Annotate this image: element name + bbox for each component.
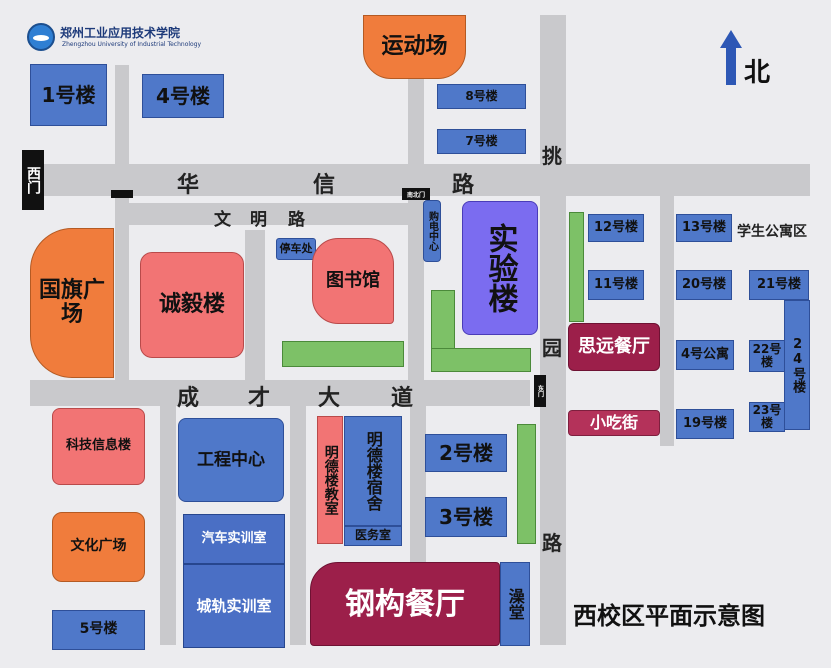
inner-vertical-road-1 [245, 230, 265, 380]
clinic: 医务室 [344, 526, 402, 546]
building-24: 24号楼 [784, 300, 810, 430]
building-5: 5号楼 [52, 610, 145, 650]
lower-vertical-road-3 [410, 400, 426, 565]
taoyuan-road-char-mid: 园 [542, 336, 562, 360]
building-21: 21号楼 [749, 270, 809, 300]
building-7: 7号楼 [437, 129, 526, 154]
mingde-dormitory: 明德楼宿舍 [344, 416, 402, 526]
lower-vertical-road-2 [290, 400, 306, 645]
east-lawn [569, 212, 584, 322]
north-label: 北 [744, 58, 771, 88]
lab-lawn-horizontal [431, 348, 531, 372]
power-purchase-center: 购电中心 [423, 200, 441, 262]
huaxin-road-char-1: 华 [177, 173, 200, 198]
steel-structure-canteen: 钢构餐厅 [310, 562, 500, 646]
chengcai-road-char-1: 成 [177, 386, 200, 411]
east-dorm-road [660, 196, 674, 446]
west-gate-marker [111, 190, 133, 198]
bathhouse: 澡堂 [500, 562, 530, 646]
building-4: 4号楼 [142, 74, 224, 118]
building-23: 23号楼 [749, 402, 785, 432]
wenming-road-char-1: 文 [214, 210, 231, 230]
wenming-road-char-3: 路 [288, 210, 305, 230]
building-2: 2号楼 [425, 434, 507, 472]
wenming-road [120, 203, 420, 225]
building-11: 11号楼 [588, 270, 644, 300]
chengcai-road [30, 380, 530, 406]
taoyuan-road-char-bot: 路 [542, 531, 562, 555]
huaxin-road-char-2: 信 [313, 173, 336, 198]
north-arrow-icon [720, 30, 742, 85]
rail-transit-training-room: 城轨实训室 [183, 564, 285, 648]
school-name: 郑州工业应用技术学院 [60, 26, 181, 40]
building-1: 1号楼 [30, 64, 107, 126]
building-3: 3号楼 [425, 497, 507, 537]
siyuan-canteen: 思远餐厅 [568, 323, 660, 371]
east-gate: 东门 [534, 375, 546, 407]
building-22: 22号楼 [749, 340, 785, 372]
library-lawn [282, 341, 404, 367]
stadium: 运动场 [363, 15, 466, 79]
student-dorm-area: 学生公寓区 [737, 224, 807, 240]
inner-vertical-road-3 [408, 200, 424, 390]
library: 图书馆 [312, 238, 394, 324]
chengyi-building: 诚毅楼 [140, 252, 244, 358]
lab-building: 实验楼 [462, 201, 538, 335]
auto-training-room: 汽车实训室 [183, 514, 285, 564]
wenming-road-char-2: 明 [250, 210, 267, 230]
building-12: 12号楼 [588, 214, 644, 242]
north-small-gate: 南北门 [402, 188, 430, 200]
building-20: 20号楼 [676, 270, 732, 300]
apartment-4: 4号公寓 [676, 340, 734, 370]
inner-vertical-road-2 [408, 75, 424, 175]
chengcai-road-char-2: 才 [248, 386, 271, 411]
east-lower-lawn [517, 424, 536, 544]
parking: 停车处 [276, 238, 316, 260]
huaxin-road-char-3: 路 [452, 173, 475, 198]
culture-square: 文化广场 [52, 512, 145, 582]
mingde-classroom: 明德楼教室 [317, 416, 343, 544]
building-13: 13号楼 [676, 214, 732, 242]
west-gate: 西门 [22, 150, 44, 210]
building-8: 8号楼 [437, 84, 526, 109]
taoyuan-road [540, 15, 566, 645]
snack-street: 小吃街 [568, 410, 660, 436]
tech-info-building: 科技信息楼 [52, 408, 145, 485]
chengcai-road-char-3: 大 [318, 386, 341, 411]
school-logo [27, 23, 55, 51]
taoyuan-road-char-top: 挑 [542, 144, 562, 168]
chengcai-road-char-4: 道 [391, 386, 414, 411]
engineering-center: 工程中心 [178, 418, 284, 502]
school-name-en: Zhengzhou University of Industrial Techn… [62, 41, 202, 48]
lower-vertical-road-1 [160, 400, 176, 645]
flag-square: 国旗广场 [30, 228, 114, 378]
map-title: 西校区平面示意图 [573, 602, 765, 630]
building-19: 19号楼 [676, 409, 734, 439]
west-vertical-road [115, 65, 129, 395]
